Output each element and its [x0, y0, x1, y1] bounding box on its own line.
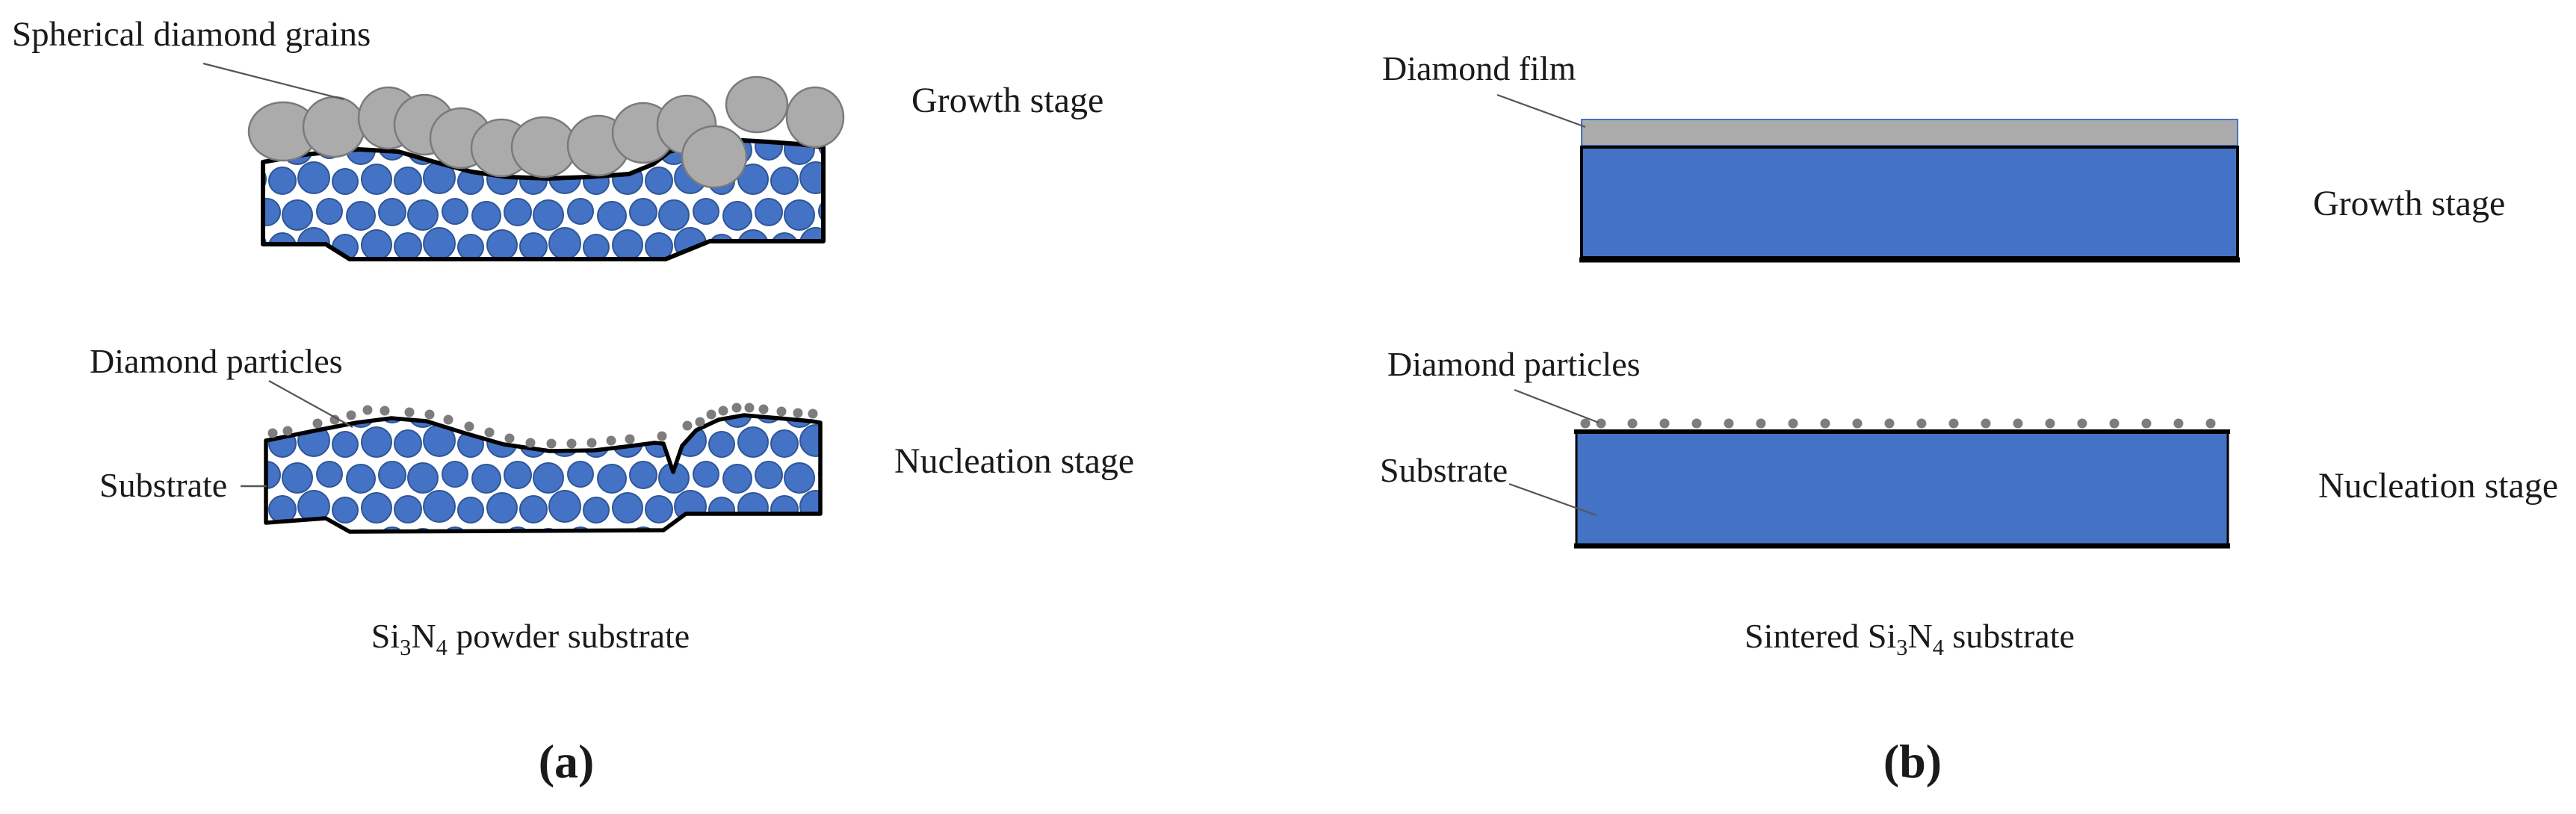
diamond-particle-dot [1627, 418, 1638, 429]
diamond-particle-dot [2109, 418, 2120, 429]
nucleation-stage-label-b: Nucleation stage [2318, 466, 2559, 506]
diamond-particle-dot [464, 421, 474, 432]
diamond-particle-dot [380, 406, 390, 416]
diamond-particle-dot [2077, 418, 2087, 429]
nucleation-stage-label-a: Nucleation stage [894, 441, 1135, 481]
diamond-particle-dot [329, 414, 340, 425]
diamond-particle-dot [695, 417, 705, 427]
panel-b-nucleation-diagram [1508, 388, 2230, 549]
diamond-particle-dot [484, 427, 495, 438]
diamond-particle-dot [731, 403, 742, 413]
diamond-particle-dot [504, 433, 515, 444]
diamond-particle-dot [424, 409, 435, 420]
spherical-diamond-grains [247, 75, 845, 189]
diamond-particle-dot [682, 420, 693, 431]
caption-b-sub4: 4 [1932, 635, 1944, 661]
sintered-substrate-nucleation [1575, 430, 2229, 546]
diamond-particle-dot [718, 406, 728, 416]
diamond-particle-dot [1691, 418, 1702, 429]
diamond-particle-dot [546, 438, 557, 449]
spherical-diamond-grains-label: Spherical diamond grains [12, 15, 371, 54]
diamond-particle-dot [2205, 418, 2216, 429]
leader-line-grains [202, 62, 344, 101]
diamond-particle-dot [744, 403, 755, 413]
panel-a-growth-diagram [202, 62, 845, 261]
diamond-particle-dot [625, 434, 635, 444]
diamond-particle-dot [586, 438, 597, 448]
diamond-particle-dot [1884, 418, 1895, 429]
diamond-particle-dot [657, 431, 667, 441]
diamond-particle-dot [758, 404, 769, 414]
diamond-particle-dot [808, 408, 818, 419]
caption-a-sub4: 4 [436, 635, 448, 661]
diamond-particles-label-a: Diamond particles [90, 342, 343, 380]
caption-b-text: Sintered Si [1744, 617, 1897, 655]
diamond-particle-dot [2013, 418, 2023, 429]
diamond-particle-dot [793, 408, 803, 418]
caption-a-sub3: 3 [400, 635, 412, 661]
diamond-particle-dot [2141, 418, 2152, 429]
diamond-particle-dot [1916, 418, 1927, 429]
diamond-particle-dot [362, 405, 373, 415]
panel-a-caption: Si3N4 powder substrate [269, 617, 792, 659]
diamond-particle-dot [282, 426, 293, 436]
caption-a-post: powder substrate [447, 617, 690, 655]
leader-line-film [1496, 93, 1586, 128]
caption-b-post: substrate [1943, 617, 2075, 655]
diamond-particle-dots-b [1580, 418, 2216, 429]
caption-a-text: Si [371, 617, 400, 655]
diamond-particle-dot [1756, 418, 1766, 429]
diamond-particle-dot [2173, 418, 2184, 429]
caption-a-n: N [411, 617, 436, 655]
leader-line-particles-a [268, 380, 353, 428]
diamond-film-label: Diamond film [1382, 49, 1576, 87]
diamond-particle-dot [267, 428, 278, 438]
diamond-particle-dot [1981, 418, 1991, 429]
diamond-particle-dot [443, 414, 453, 425]
growth-stage-label-b: Growth stage [2313, 184, 2506, 223]
diamond-particle-dot [346, 410, 356, 420]
panel-b-tag: (b) [1883, 735, 1942, 788]
panel-a-nucleation-diagram [241, 380, 823, 534]
diamond-particle-dot [1788, 418, 1798, 429]
powder-substrate-nucleation-particles [266, 415, 820, 532]
panel-b-caption: Sintered Si3N4 substrate [1648, 617, 2171, 659]
growth-stage-label-a: Growth stage [911, 81, 1104, 120]
powder-substrate-nucleation-outline [264, 413, 823, 534]
diamond-particle-dot [312, 418, 323, 429]
substrate-label-a: Substrate [99, 466, 228, 504]
diamond-particle-dot [1852, 418, 1863, 429]
caption-b-n: N [1907, 617, 1933, 655]
diamond-particle-dot [566, 438, 577, 449]
diamond-particle-dot [1948, 418, 1959, 429]
diamond-particle-dot [1580, 418, 1591, 429]
diamond-particle-dot [2045, 418, 2055, 429]
leader-line-particles-b [1514, 388, 1600, 424]
diamond-particle-dot [706, 409, 716, 420]
diamond-particle-dot [606, 435, 616, 446]
panel-a-tag: (a) [538, 735, 595, 788]
diamond-particle-dot [1659, 418, 1670, 429]
substrate-label-b: Substrate [1380, 451, 1508, 489]
diamond-particle-dot [525, 438, 536, 448]
diamond-particle-dot [1724, 418, 1734, 429]
diamond-particle-dots-a [267, 403, 818, 449]
diamond-particle-dot [1820, 418, 1830, 429]
caption-b-sub3: 3 [1896, 635, 1908, 661]
leader-line-substrate-b [1508, 482, 1597, 517]
diamond-particle-dot [776, 406, 787, 417]
diamond-particle-dot [1596, 418, 1606, 429]
diamond-particle-dot [404, 407, 415, 417]
diamond-film-layer [1581, 119, 2238, 146]
panel-b-growth-diagram [1496, 93, 2240, 263]
sintered-substrate-growth [1580, 146, 2239, 259]
diamond-particles-label-b: Diamond particles [1387, 345, 1641, 383]
